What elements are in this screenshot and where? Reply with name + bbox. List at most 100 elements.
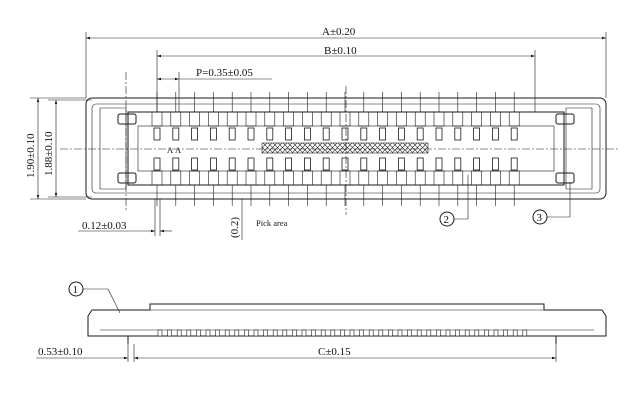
side-contact-tails	[157, 329, 528, 337]
callout-1-label: 1	[73, 284, 79, 296]
contact-top-body	[471, 111, 482, 127]
contact-bottom-body	[396, 170, 407, 186]
section-mark-a2: A	[175, 145, 182, 155]
callout-2-leader	[454, 175, 469, 220]
contact-top-body	[452, 111, 464, 127]
contact-top-body	[226, 111, 238, 127]
right-end-wing	[565, 107, 593, 190]
contact-bottom-tip	[341, 157, 349, 171]
contact-bottom-tip	[454, 157, 462, 171]
side-tooth	[292, 329, 297, 337]
side-tooth	[186, 329, 192, 337]
side-tooth	[455, 329, 460, 337]
contact-top-body	[339, 111, 351, 127]
left-end-wing	[99, 107, 127, 190]
contact-bottom-body	[358, 170, 370, 186]
side-tooth	[512, 329, 518, 337]
dim-02-label: (0.2)	[229, 217, 241, 238]
contact-bottom-body	[414, 170, 426, 186]
contact-bottom-tip	[228, 157, 236, 171]
side-tooth	[205, 329, 211, 337]
contact-bottom-body	[490, 170, 501, 186]
nail-top-right	[555, 113, 575, 125]
side-tooth	[253, 329, 259, 337]
callout-2-label: 2	[444, 214, 450, 226]
contact-top-tip	[303, 127, 311, 141]
contact-top-tip	[172, 127, 180, 141]
dim-c-label: C±0.15	[318, 346, 351, 358]
contact-bottom-tip	[266, 157, 274, 171]
side-tooth	[474, 329, 480, 337]
side-tooth	[301, 329, 307, 337]
contact-bottom-body	[170, 170, 182, 186]
contact-top-body	[490, 111, 501, 127]
side-tooth	[282, 329, 288, 337]
dim-012-label: 0.12±0.03	[82, 220, 127, 232]
contact-top-body	[264, 111, 276, 127]
side-tooth	[368, 329, 374, 337]
side-tooth	[359, 329, 364, 337]
contact-top-tip	[454, 127, 462, 141]
side-tooth	[244, 329, 249, 337]
side-tooth	[397, 329, 403, 337]
contact-top-tip	[247, 127, 255, 141]
contact-bottom-body	[151, 170, 163, 186]
contact-top-body	[377, 111, 388, 127]
callout-3-label: 3	[537, 212, 543, 224]
contact-bottom-body	[433, 170, 445, 186]
contact-bottom-tip	[172, 157, 180, 171]
contact-top-body	[208, 111, 219, 127]
contact-top-body	[283, 111, 294, 127]
contact-bottom-body	[377, 170, 388, 186]
side-tooth	[426, 329, 432, 337]
contact-top-tip	[510, 127, 518, 141]
contact-top-tip	[191, 127, 199, 141]
contact-top-tip	[473, 127, 481, 141]
contact-bottom-tip	[397, 157, 405, 171]
side-view: 1 0.53±0.10 C±0.15	[36, 281, 607, 362]
contact-top-tip	[397, 127, 405, 141]
contact-bottom-body	[208, 170, 219, 186]
contact-bottom-body	[264, 170, 276, 186]
contact-bottom-tip	[191, 157, 199, 171]
side-tooth	[263, 329, 268, 337]
side-profile	[87, 303, 607, 337]
side-tooth	[493, 329, 499, 337]
side-tooth	[157, 329, 163, 337]
contacts-bottom-row	[151, 157, 520, 206]
contact-top-tip	[266, 127, 274, 141]
dim-a-label: A±0.20	[322, 26, 356, 38]
contact-bottom-tip	[153, 157, 161, 171]
section-mark-a1: A	[167, 145, 174, 155]
dim-188-label: 1.88±0.10	[43, 131, 55, 176]
contact-top-body	[302, 111, 313, 127]
side-tooth	[224, 329, 230, 337]
top-view: A±0.20 B±0.10 P=0.35±0.05 1.90±0.10 1.88…	[25, 26, 620, 240]
nail-top-left	[117, 113, 137, 125]
contact-bottom-body	[189, 170, 200, 186]
nail-bottom-right	[555, 172, 575, 184]
contact-bottom-tip	[303, 157, 311, 171]
side-tooth	[320, 329, 326, 337]
contact-top-body	[245, 111, 257, 127]
side-tooth	[330, 329, 336, 337]
contact-bottom-tip	[322, 157, 330, 171]
contact-bottom-body	[320, 170, 332, 186]
contact-top-body	[320, 111, 332, 127]
pick-area-label: Pick area	[256, 218, 288, 228]
contact-top-tip	[416, 127, 424, 141]
side-tooth	[378, 329, 384, 337]
contact-top-tip	[341, 127, 349, 141]
contact-top-body	[189, 111, 200, 127]
contact-bottom-tip	[379, 157, 387, 171]
side-tooth	[522, 329, 528, 337]
contact-bottom-tip	[510, 157, 518, 171]
contact-bottom-tip	[209, 157, 217, 171]
contact-bottom-body	[452, 170, 464, 186]
contact-bottom-body	[508, 170, 520, 186]
contact-bottom-body	[471, 170, 482, 186]
callout-3-leader	[547, 182, 571, 218]
side-tooth	[340, 329, 345, 337]
pick-area	[261, 142, 429, 154]
